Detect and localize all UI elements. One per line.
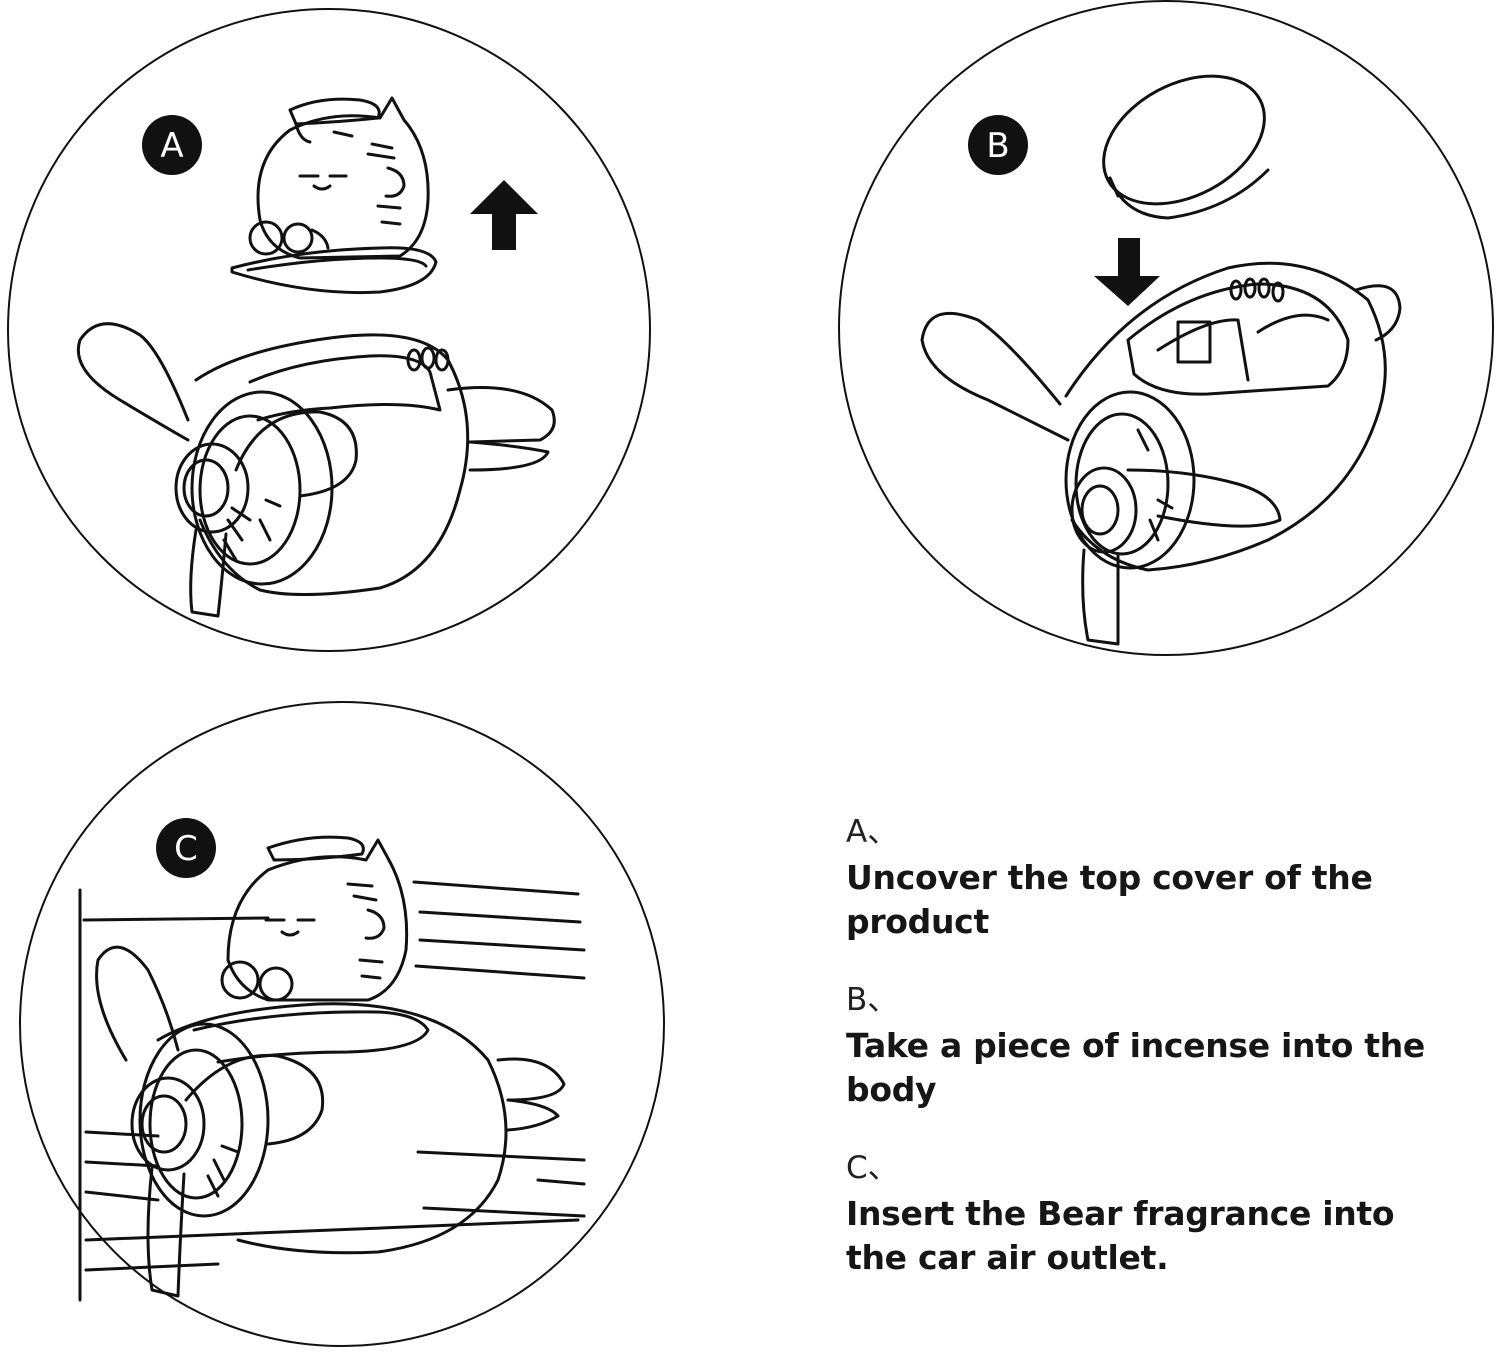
- step-a: A、 Uncover the top cover of the product: [846, 808, 1496, 944]
- svg-text:B: B: [986, 126, 1009, 166]
- incense-tablet-illustration: [1102, 74, 1270, 220]
- cat-pilot-in-plane-illustration: [95, 835, 566, 1298]
- step-c-text-line1: Insert the Bear fragrance into: [846, 1194, 1395, 1233]
- badge-c: C: [156, 818, 216, 878]
- step-c: C、 Insert the Bear fragrance into the ca…: [846, 1144, 1496, 1280]
- step-b: B、 Take a piece of incense into the body: [846, 976, 1496, 1112]
- step-b-text: Take a piece of incense into the body: [846, 1026, 1426, 1109]
- step-a-text: Uncover the top cover of the product: [846, 858, 1373, 941]
- car-air-vent-illustration: [78, 880, 586, 1302]
- panel-c-circle: [19, 701, 665, 1347]
- step-b-label: B、: [846, 982, 899, 1018]
- instruction-steps: A、 Uncover the top cover of the product …: [846, 808, 1496, 1280]
- panel-c: C: [18, 700, 678, 1350]
- step-a-label: A、: [846, 814, 899, 850]
- down-arrow-icon: [1094, 238, 1160, 306]
- step-c-text-line2: the car air outlet.: [846, 1238, 1169, 1277]
- svg-text:C: C: [174, 829, 198, 869]
- step-c-label: C、: [846, 1150, 899, 1186]
- airplane-body-illustration: [76, 322, 556, 618]
- panel-a-circle: [7, 8, 651, 652]
- badge-a: A: [142, 115, 202, 175]
- panel-b: B: [828, 0, 1500, 672]
- panel-a: A: [0, 0, 660, 660]
- badge-b: B: [968, 115, 1028, 175]
- svg-text:A: A: [160, 126, 183, 166]
- up-arrow-icon: [470, 180, 538, 250]
- cat-pilot-cover-illustration: [230, 96, 438, 295]
- airplane-body-open-illustration: [920, 261, 1402, 646]
- panel-b-circle: [838, 0, 1494, 656]
